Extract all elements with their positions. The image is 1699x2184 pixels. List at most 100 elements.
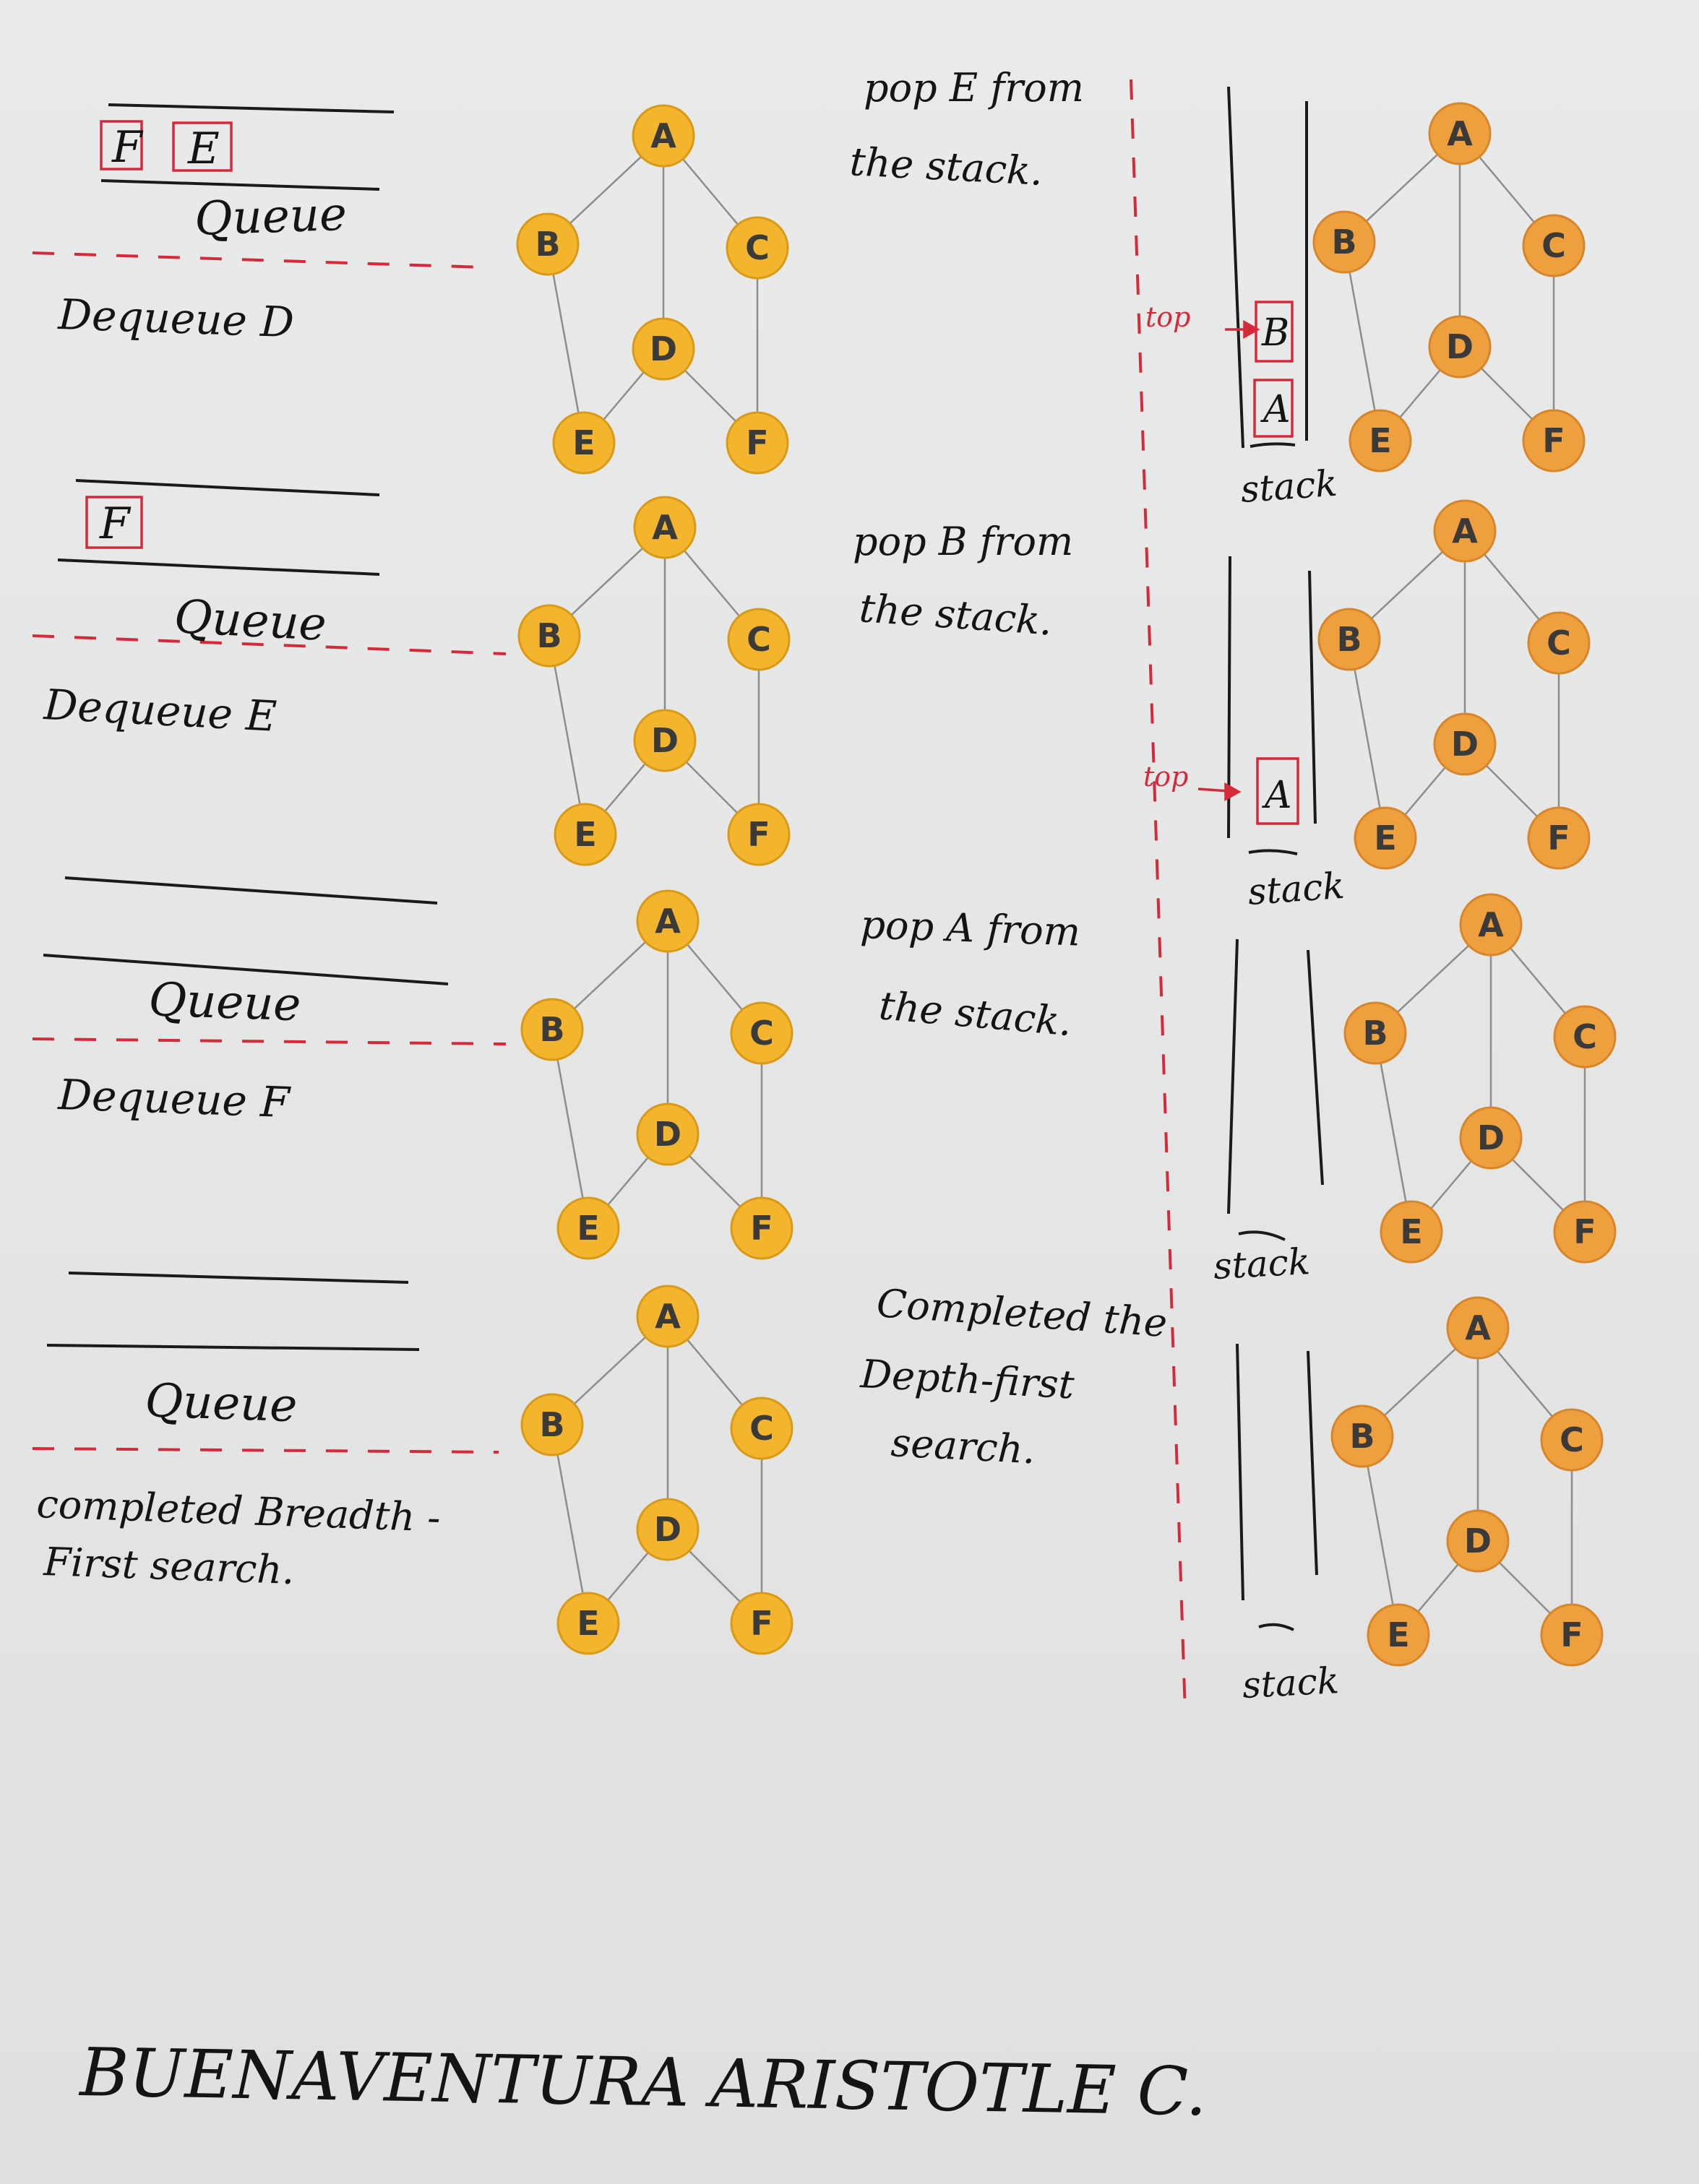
stack-1-box-a [1253, 379, 1294, 438]
node-label: D [1477, 1118, 1505, 1157]
node-label: B [536, 616, 562, 655]
queue-1-item-e: E [187, 124, 220, 174]
dfs-graph-3-node-c: C [1553, 1005, 1617, 1069]
dfs-graph-1-edge-be [1343, 241, 1382, 441]
queue-1-item-f: F [111, 122, 144, 173]
node-label: C [749, 1409, 774, 1448]
dfs-step-1-line-2: the stack. [848, 139, 1044, 194]
node-label: C [1541, 226, 1566, 265]
node-label: E [577, 1604, 599, 1643]
node-label: F [1560, 1615, 1583, 1654]
node-label: D [1464, 1522, 1492, 1561]
bfs-graph-1-node-b: B [516, 212, 580, 276]
dfs-graph-3-node-b: B [1343, 1001, 1407, 1065]
stack-2-box-a [1256, 757, 1299, 825]
stack-1-top-label: top [1145, 301, 1190, 333]
node-label: B [1349, 1417, 1375, 1456]
bfs-graph-3-edge-be [551, 1029, 590, 1229]
stack-2-caption: stack [1247, 865, 1346, 913]
node-label: E [577, 1209, 599, 1248]
node-label: F [1573, 1212, 1596, 1251]
dfs-graph-4: A B C D E F [1330, 1296, 1604, 1667]
node-label: A [652, 508, 678, 547]
dfs-graph-2-node-f: F [1527, 806, 1591, 870]
queue-2-box-f [85, 496, 143, 549]
dfs-step-4-line-1: Completed the [875, 1280, 1169, 1346]
node-label: C [1547, 623, 1571, 662]
node-label: D [1446, 327, 1474, 366]
bfs-graph-3-node-c: C [730, 1001, 793, 1065]
dfs-graph-2-node-a: A [1433, 499, 1497, 563]
node-label: F [1542, 421, 1565, 460]
dfs-step-3-line-2: the stack. [877, 983, 1074, 1045]
bfs-graph-2-node-b: B [517, 604, 581, 668]
dfs-graph-4-node-c: C [1540, 1408, 1604, 1472]
dfs-graph-3-node-e: E [1380, 1200, 1443, 1264]
dfs-graph-2-node-d: D [1433, 712, 1497, 776]
bfs-graph-4-node-c: C [730, 1397, 793, 1460]
dfs-graph-1: A B C D E F [1312, 102, 1586, 472]
bfs-dash-2 [32, 634, 507, 655]
bfs-graph-4-node-b: B [520, 1393, 584, 1456]
bfs-graph-1-edge-be [546, 243, 585, 444]
node-label: F [750, 1604, 773, 1643]
dfs-graph-3-node-f: F [1553, 1200, 1617, 1264]
bfs-graph-1-node-d: D [632, 317, 695, 381]
node-label: D [654, 1115, 681, 1154]
dfs-graph-1-node-f: F [1522, 409, 1586, 472]
dfs-graph-4-node-a: A [1446, 1296, 1510, 1360]
dfs-graph-4-edge-be [1361, 1436, 1400, 1636]
dfs-graph-3-edge-be [1374, 1032, 1413, 1233]
bfs-graph-4: A B C D E F [520, 1285, 793, 1655]
node-label: C [1573, 1017, 1597, 1056]
node-label: D [651, 721, 679, 760]
node-label: F [1547, 819, 1570, 858]
dfs-graph-1-node-a: A [1428, 102, 1492, 165]
queue-2-item-f: F [99, 498, 132, 549]
node-label: A [655, 1297, 681, 1336]
node-label: F [747, 815, 770, 854]
node-label: E [572, 423, 595, 462]
stack-2-top-label: top [1143, 761, 1188, 793]
dfs-step-4-line-3: search. [890, 1420, 1036, 1472]
dfs-step-2-line-1: pop B from [853, 519, 1073, 564]
bfs-graph-3-node-e: E [556, 1196, 620, 1260]
dfs-graph-1-node-e: E [1349, 409, 1412, 472]
bfs-graph-1-node-a: A [632, 104, 695, 168]
node-label: B [1331, 223, 1356, 262]
node-label: D [654, 1510, 681, 1549]
dfs-graph-1-node-c: C [1522, 214, 1586, 277]
node-label: E [1400, 1212, 1422, 1251]
node-label: F [746, 423, 768, 462]
queue-4-bottom-rail [46, 1344, 420, 1351]
stack-1-container [1227, 86, 1308, 449]
queue-1-bottom-rail [100, 179, 380, 191]
bfs-graph-2-node-c: C [727, 608, 791, 671]
queue-3-caption: Queue [147, 973, 301, 1032]
stack-2-top-arrow [1197, 787, 1229, 793]
bfs-step-2-action: Dequeue E [42, 680, 278, 741]
node-label: A [655, 902, 681, 941]
node-label: C [749, 1014, 774, 1053]
bfs-graph-4-node-f: F [730, 1592, 793, 1655]
stack-2-arrowhead [1224, 782, 1242, 801]
bfs-graph-1-node-e: E [552, 411, 616, 475]
dfs-graph-2-node-e: E [1354, 806, 1417, 870]
bfs-completed-line-1: completed Breadth - [36, 1481, 442, 1540]
dfs-graph-4-node-e: E [1367, 1603, 1430, 1667]
node-label: B [539, 1405, 564, 1444]
dfs-graph-4-node-b: B [1330, 1404, 1394, 1468]
bfs-graph-2-node-f: F [727, 803, 791, 866]
bfs-step-1-action: Dequeue D [57, 290, 295, 347]
bfs-graph-4-node-a: A [636, 1285, 700, 1348]
node-label: D [1451, 725, 1479, 764]
bfs-graph-2-edge-be [548, 635, 587, 835]
node-label: E [1387, 1615, 1409, 1654]
bfs-dash-3 [32, 1037, 507, 1045]
queue-1-caption: Queue [194, 188, 348, 246]
stack-4-caption: stack [1242, 1659, 1341, 1706]
bfs-graph-3-node-a: A [636, 889, 700, 953]
